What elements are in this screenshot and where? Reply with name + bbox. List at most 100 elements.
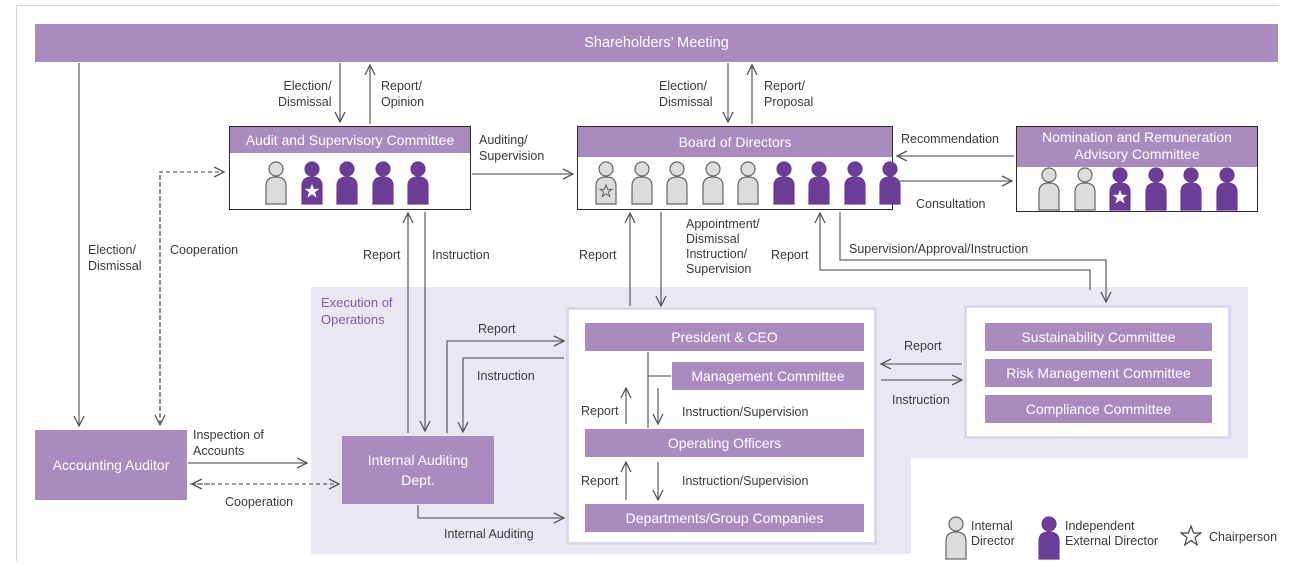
- label-text: Election/: [283, 79, 332, 93]
- internal-auditing-dept: Internal Auditing Dept.: [342, 436, 494, 504]
- label-text: Report/: [381, 79, 422, 93]
- internal-auditing-line2: Dept.: [401, 472, 435, 488]
- risk-management-committee: Risk Management Committee: [985, 359, 1212, 387]
- external-director-icon: [1144, 167, 1167, 211]
- label-recommendation: Recommendation: [901, 132, 999, 146]
- board-members: [594, 161, 914, 205]
- internal-director-icon: [595, 161, 617, 205]
- internal-director-icon: [666, 161, 688, 205]
- label-election-dismissal-2: Election/ Dismissal: [659, 78, 712, 110]
- external-director-icon: [371, 161, 394, 205]
- arrow-supervision-approval: [839, 212, 1106, 302]
- label-cooperation-1: Cooperation: [170, 243, 239, 257]
- internal-director-icon: [701, 161, 724, 205]
- label-auditing-supervision: Auditing/ Supervision: [479, 132, 544, 164]
- external-director-icon: [843, 161, 866, 205]
- label-instruction-1: Instruction: [432, 248, 490, 262]
- board-box: Board of Directors: [577, 126, 901, 210]
- arrow-report-committees: [820, 213, 1091, 290]
- label-report-proposal: Report/ Proposal: [764, 78, 813, 110]
- label-report-7: Report: [581, 474, 619, 488]
- star-icon: [1180, 525, 1202, 546]
- label-text: Report/: [764, 79, 805, 93]
- internal-director-icon: [945, 516, 967, 560]
- management-committee: Management Committee: [672, 362, 864, 390]
- label-text: Proposal: [764, 95, 814, 109]
- label-report-opinion: Report/ Opinion: [381, 78, 424, 110]
- audit-committee-title: Audit and Supervisory Committee: [230, 127, 470, 153]
- legend-internal-icon: [944, 516, 980, 560]
- nomination-title-line1: Nomination and Remuneration: [1042, 129, 1232, 145]
- label-text: Independent: [1065, 519, 1135, 533]
- legend-external-icon: [1037, 516, 1073, 560]
- external-director-icon: [1180, 167, 1202, 211]
- label-text: Inspection of: [193, 428, 264, 442]
- audit-committee-box: Audit and Supervisory Committee: [229, 126, 471, 210]
- label-instruction-3: Instruction: [892, 393, 950, 407]
- execution-label-line2: Operations: [321, 312, 385, 327]
- label-report-1: Report: [363, 248, 401, 262]
- operating-officers: Operating Officers: [585, 429, 864, 457]
- outer-frame: [16, 5, 1279, 561]
- label-text: Instruction/: [686, 247, 748, 261]
- legend-external-label: Independent External Director: [1065, 519, 1158, 549]
- label-report-3: Report: [771, 248, 809, 262]
- execution-label: Execution of Operations: [321, 294, 393, 328]
- label-instruction-supervision-2: Instruction/Supervision: [682, 474, 809, 488]
- label-report-5: Report: [904, 339, 942, 353]
- departments-group-companies: Departments/Group Companies: [585, 504, 864, 532]
- president-ceo: President & CEO: [585, 323, 864, 351]
- shareholders-meeting: Shareholders’ Meeting: [35, 24, 1278, 62]
- label-supervision-approval: Supervision/Approval/Instruction: [849, 242, 1029, 256]
- label-text: Appointment/: [686, 217, 760, 231]
- label-appointment: Appointment/ Dismissal Instruction/ Supe…: [686, 217, 760, 277]
- label-text: Dismissal: [659, 95, 713, 109]
- external-director-icon: [808, 161, 830, 205]
- internal-director-icon: [1073, 167, 1096, 211]
- label-internal-auditing: Internal Auditing: [444, 527, 534, 541]
- label-text: Dismissal: [278, 95, 332, 109]
- arrow-internal-auditing: [417, 505, 564, 518]
- audit-committee-members: [264, 161, 442, 205]
- label-election-dismissal-1: Election/ Dismissal: [278, 78, 331, 110]
- external-director-icon: [336, 161, 358, 205]
- nomination-title-line2: Advisory Committee: [1074, 146, 1200, 162]
- external-director-icon: [1038, 516, 1060, 560]
- label-report-2: Report: [579, 248, 617, 262]
- label-instruction-supervision-1: Instruction/Supervision: [682, 405, 809, 419]
- arrow-cooperation-dashed: [159, 172, 224, 425]
- internal-director-icon: [630, 161, 653, 205]
- legend-internal-label: Internal Director: [971, 519, 1015, 549]
- external-director-icon: [1109, 167, 1131, 211]
- arrow-instruction-internal: [463, 357, 564, 432]
- external-director-icon: [300, 161, 323, 205]
- label-inspection: Inspection of Accounts: [193, 427, 264, 459]
- label-text: Supervision: [479, 149, 545, 163]
- external-director-icon: [772, 161, 795, 205]
- label-text: Dismissal: [88, 259, 142, 273]
- compliance-committee: Compliance Committee: [985, 395, 1212, 423]
- sustainability-committee: Sustainability Committee: [985, 323, 1212, 351]
- label-text: Auditing/: [479, 133, 528, 147]
- label-text: Opinion: [381, 95, 425, 109]
- board-title: Board of Directors: [578, 127, 892, 157]
- internal-auditing-line1: Internal Auditing: [367, 452, 469, 468]
- label-text: Supervision: [686, 262, 752, 276]
- internal-director-icon: [1038, 167, 1060, 211]
- label-text: Accounts: [193, 444, 245, 458]
- label-text: Dismissal: [686, 232, 740, 246]
- label-text: External Director: [1065, 534, 1159, 548]
- label-text: Election/: [659, 79, 707, 93]
- execution-label-line1: Execution of: [321, 295, 393, 310]
- nomination-box: Nomination and Remuneration Advisory Com…: [1016, 126, 1258, 212]
- nomination-title: Nomination and Remuneration Advisory Com…: [1017, 127, 1257, 167]
- legend-chairperson-label: Chairperson: [1209, 530, 1278, 544]
- internal-director-icon: [737, 161, 759, 205]
- internal-director-icon: [265, 161, 287, 205]
- label-text: Election/: [88, 243, 136, 257]
- label-report-4: Report: [478, 322, 516, 336]
- arrow-report-president: [446, 341, 564, 433]
- external-director-icon: [1215, 167, 1238, 211]
- nomination-members: [1037, 167, 1250, 211]
